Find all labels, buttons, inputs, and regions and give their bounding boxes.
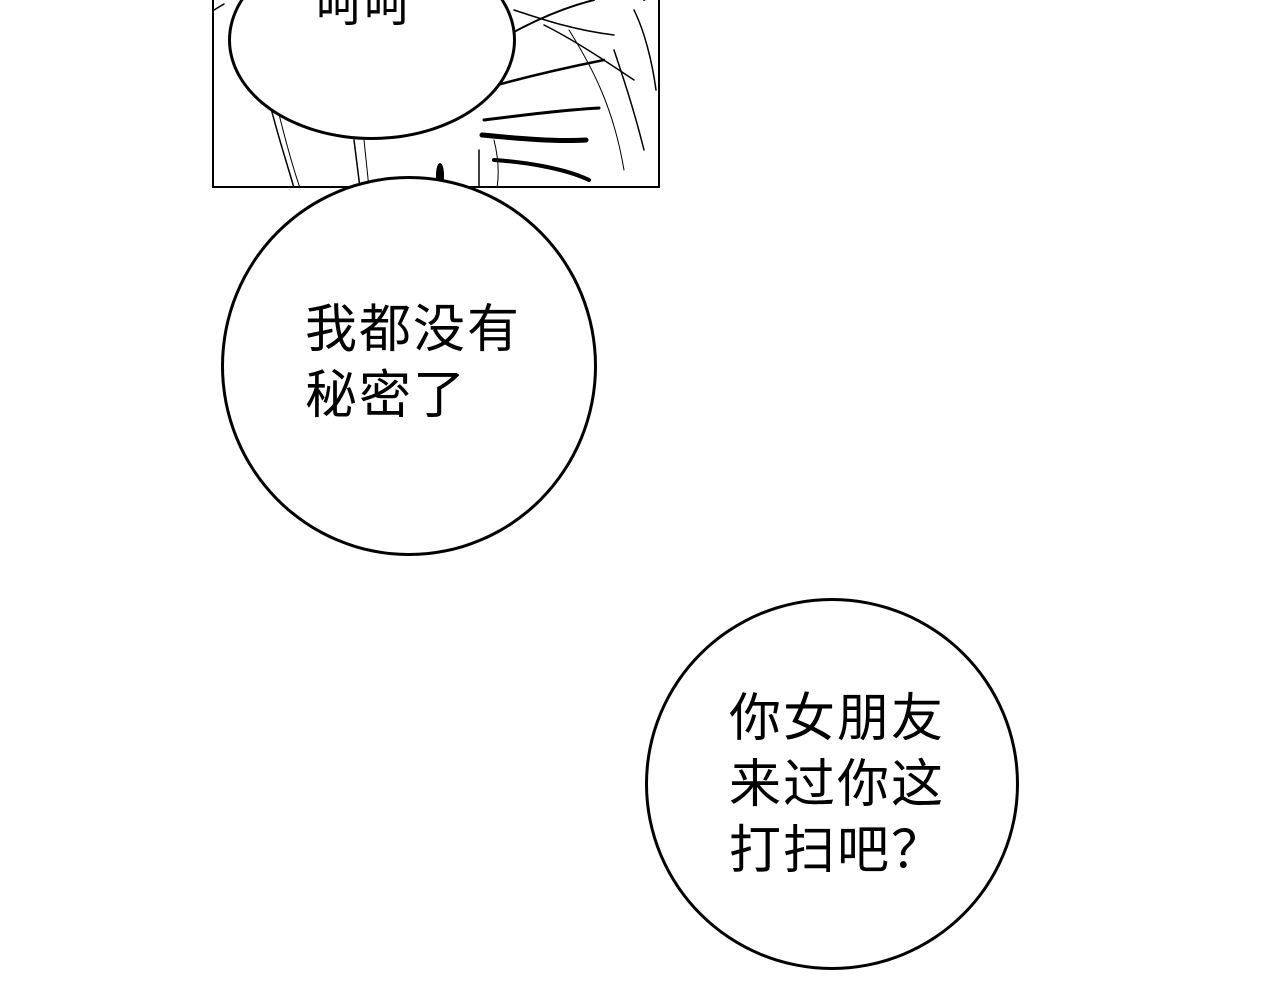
speech-text-top: 呵呵 <box>316 0 412 38</box>
speech-text-middle: 我都没有 秘密了 <box>305 297 521 429</box>
speech-line: 你女朋友 <box>729 689 946 749</box>
speech-bubble-bottom <box>645 598 1019 970</box>
speech-line: 来过你这 <box>729 755 946 815</box>
speech-bubble-middle <box>221 176 597 556</box>
speech-text-bottom: 你女朋友 来过你这 打扫吧？ <box>729 686 945 884</box>
speech-line: 我都没有 <box>305 300 522 360</box>
speech-line: 呵呵 <box>316 0 412 32</box>
speech-line: 秘密了 <box>305 366 468 426</box>
bubble-tail-mark <box>436 163 444 187</box>
speech-line: 打扫吧？ <box>729 821 946 881</box>
